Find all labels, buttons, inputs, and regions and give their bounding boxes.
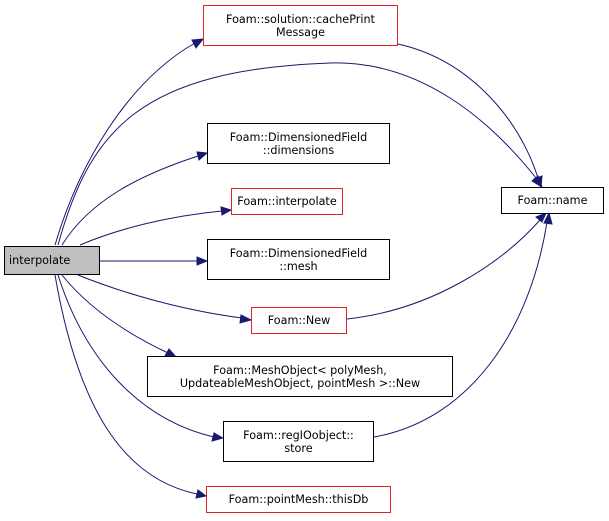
node-foam-new-label: Foam::New [267,314,331,327]
node-cache-print-line-1: Foam::solution::cachePrint [226,12,375,26]
node-regioobject-store[interactable]: Foam::regIOobject:: store [223,421,374,462]
edge-store-name [373,221,548,438]
node-dimensions-line-1: Foam::DimensionedField [229,130,368,144]
edge-interpolate-name-direct [57,62,537,246]
arrow-dimensions [196,151,209,161]
edge-interpolate-dimensions [61,155,199,246]
node-dimensions-line-2: ::dimensions [262,143,335,157]
arrow-df-mesh [196,256,209,266]
arrow-cache-print [191,38,205,49]
node-interpolate[interactable]: interpolate [4,246,100,275]
node-df-mesh-line-2: ::mesh [279,259,318,273]
node-meshobject-new[interactable]: Foam::MeshObject< polyMesh, UpdateableMe… [147,356,453,397]
edge-interpolate-thisdb [54,274,198,495]
node-pointmesh-thisdb[interactable]: Foam::pointMesh::thisDb [206,486,391,513]
node-df-mesh[interactable]: Foam::DimensionedField ::mesh [207,239,390,280]
node-cache-print-line-2: Message [275,25,326,39]
edge-interpolate-foam-new [77,274,243,319]
node-foam-name[interactable]: Foam::name [501,187,604,214]
node-cache-print-message[interactable]: Foam::solution::cachePrint Message [203,5,398,46]
node-foam-interpolate-label: Foam::interpolate [237,195,337,208]
edge-interpolate-meshobject-new [61,274,169,354]
node-store-line-1: Foam::regIOobject:: [243,428,354,442]
node-foam-interpolate[interactable]: Foam::interpolate [231,188,343,215]
node-interpolate-label: interpolate [9,254,71,267]
arrow-foam-interpolate [220,206,233,216]
node-meshobject-new-line-1: Foam::MeshObject< polyMesh, [213,363,387,377]
arrow-foam-new-name [535,212,547,223]
edge-interpolate-cache-print [54,42,196,246]
arrow-foam-new [239,314,253,324]
arrow-store [211,432,225,442]
node-meshobject-new-line-2: UpdateableMeshObject, pointMesh >::New [179,376,421,390]
node-thisdb-label: Foam::pointMesh::thisDb [228,493,369,506]
node-foam-new[interactable]: Foam::New [251,307,347,334]
node-store-line-2: store [284,441,313,455]
node-dimensions[interactable]: Foam::DimensionedField ::dimensions [207,123,390,164]
edge-cache-print-name [397,43,539,179]
arrow-store-name [543,211,553,225]
arrow-thisdb [195,489,208,499]
edge-interpolate-store [57,274,215,438]
edge-interpolate-foam-interpolate [79,210,223,246]
edge-foam-new-name [346,219,541,320]
node-df-mesh-line-1: Foam::DimensionedField [229,246,368,260]
arrow-cache-print-name [533,175,543,189]
node-foam-name-label: Foam::name [517,194,588,207]
